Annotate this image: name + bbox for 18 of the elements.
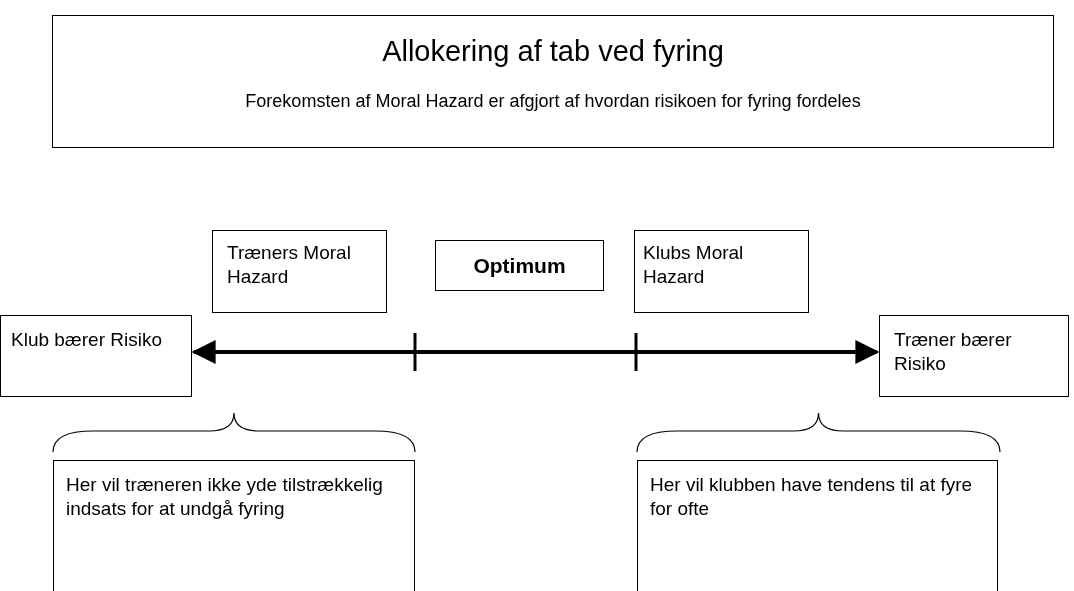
label-box xyxy=(212,230,387,313)
box-label: Klub bærer Risiko xyxy=(11,328,163,352)
label-box xyxy=(879,315,1069,397)
box-label: Her vil klubben have tendens til at fyre for ofte xyxy=(650,473,974,521)
box-label: Træner bærer Risiko xyxy=(894,328,1013,376)
note-box xyxy=(637,460,998,591)
label-box xyxy=(634,230,809,313)
box-label: Træners Moral Hazard xyxy=(227,241,352,289)
box-label: Optimum xyxy=(473,252,566,279)
box-label: Klubs Moral Hazard xyxy=(643,241,745,289)
label-box xyxy=(0,315,192,397)
box-label: Her vil træneren ikke yde tilstrækkelig indsats for at undgå fyring xyxy=(66,473,384,521)
double-arrow xyxy=(191,340,880,364)
title-box xyxy=(52,15,1054,148)
title-text: Allokering af tab ved fyring xyxy=(382,34,724,68)
subtitle-text: Forekomsten af Moral Hazard er afgjort af hvordan risikoen for fyring fordeles xyxy=(245,90,861,112)
note-box xyxy=(53,460,415,591)
label-box xyxy=(435,240,604,291)
